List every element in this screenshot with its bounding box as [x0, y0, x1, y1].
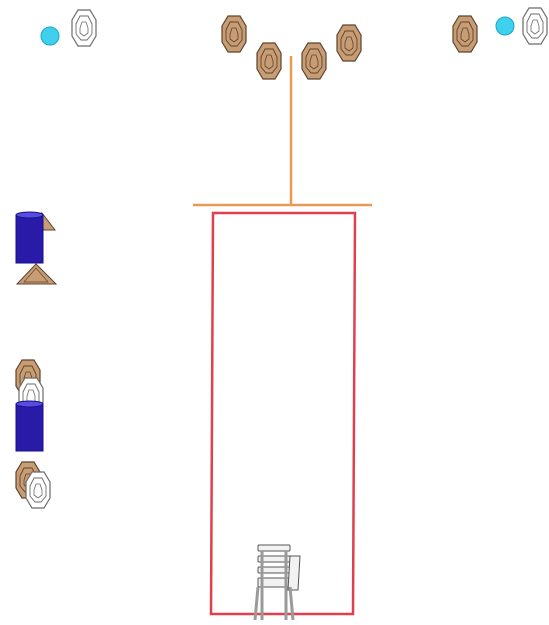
brown-speaker-icon[interactable]: [256, 42, 282, 80]
cylinder-speaker-icon[interactable]: [15, 400, 44, 452]
brown-speaker-icon[interactable]: [336, 24, 362, 62]
stage-riser-outline[interactable]: [209, 211, 357, 616]
white-speaker-icon[interactable]: [522, 7, 548, 45]
brown-speaker-icon[interactable]: [452, 15, 478, 53]
cylinder-speaker-icon[interactable]: [15, 211, 58, 285]
light-icon[interactable]: [40, 26, 60, 46]
white-speaker-icon[interactable]: [71, 9, 97, 47]
white-speaker-icon[interactable]: [25, 471, 51, 509]
brown-speaker-icon[interactable]: [221, 15, 247, 53]
brown-speaker-icon[interactable]: [301, 42, 327, 80]
light-icon[interactable]: [495, 16, 515, 36]
chair-icon[interactable]: [253, 544, 301, 621]
